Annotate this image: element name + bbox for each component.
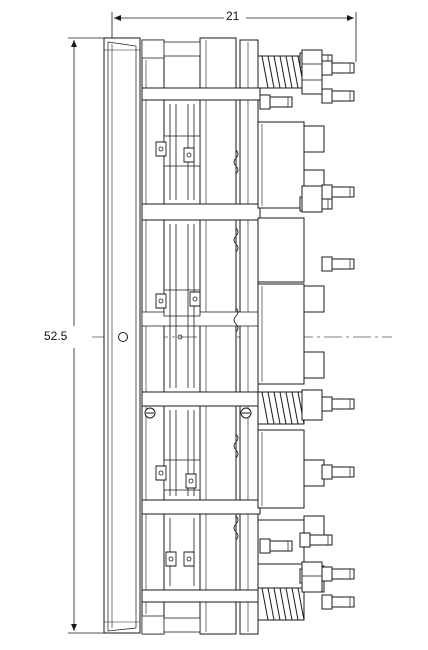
guide-rails	[170, 104, 194, 586]
hex-nuts	[302, 50, 322, 592]
screw-heads	[145, 408, 251, 418]
base-plate	[104, 38, 140, 633]
locating-pin-icon	[119, 333, 128, 342]
dimension-height-label: 52.5	[44, 329, 68, 343]
dimension-width-label: 21	[226, 9, 240, 23]
wave-springs	[234, 150, 238, 540]
dimension-width	[112, 12, 356, 62]
dimension-height	[68, 38, 112, 633]
frame-plates	[142, 38, 258, 634]
